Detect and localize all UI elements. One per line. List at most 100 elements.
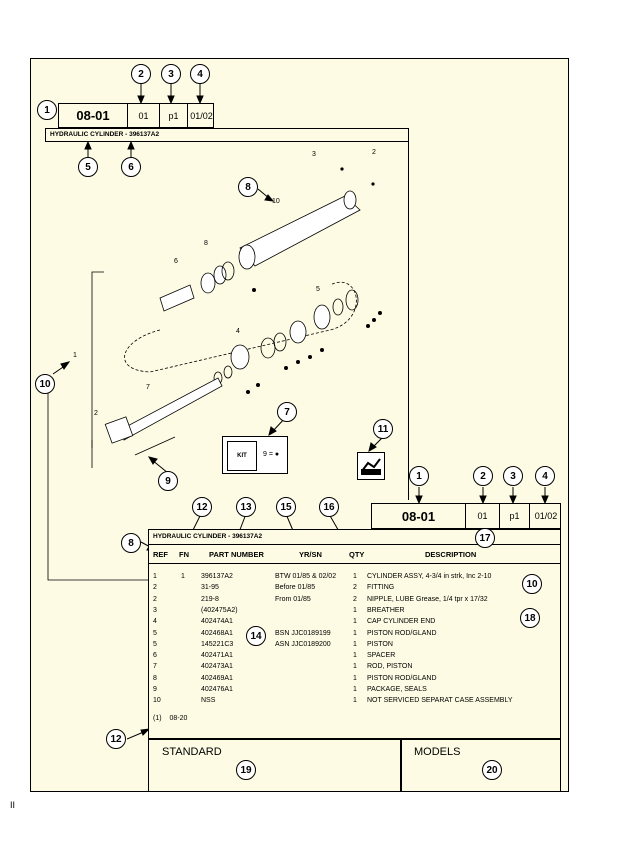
parts-table: HYDRAULIC CYLINDER - 396137A2 REF FN PAR… (148, 529, 561, 739)
callout: 10 (522, 574, 542, 594)
part-label: 7 (146, 384, 150, 391)
callout: 15 (276, 497, 296, 517)
callout: 9 (158, 471, 178, 491)
callout: 13 (236, 497, 256, 517)
ring (221, 261, 235, 281)
callout: 19 (236, 760, 256, 780)
ring (332, 298, 344, 316)
callout: 17 (475, 528, 495, 548)
assembly-frame (47, 375, 150, 581)
callout: 5 (78, 157, 98, 177)
section-number: 08-01 (76, 108, 110, 123)
col-ref: REF (153, 550, 168, 559)
ring (273, 332, 287, 352)
part-label: 8 (204, 240, 208, 247)
cylinder-tube (239, 195, 361, 267)
part-label: 2 (94, 410, 98, 417)
callout: 2 (131, 64, 151, 84)
drawing-frame (408, 128, 409, 500)
rod-end-block (104, 416, 134, 444)
footnote-text: 08-20 (169, 715, 188, 722)
ring (260, 337, 276, 359)
page-cell: p1 (159, 104, 187, 127)
callout: 20 (482, 760, 502, 780)
spacer-part (159, 284, 195, 312)
part-label: 4 (236, 328, 240, 335)
seal-kit-box: KIT 9 = ● (222, 436, 288, 474)
sequence-cell: 01 (127, 104, 159, 127)
top-title: HYDRAULIC CYLINDER - 396137A2 (50, 131, 160, 138)
dimension-line (134, 436, 176, 456)
part-label: 10 (272, 198, 280, 205)
page-number: II (10, 800, 16, 810)
callout: 6 (121, 157, 141, 177)
clevis-eye (343, 190, 357, 210)
col-qty: QTY (349, 550, 365, 559)
section-number: 08-01 (401, 508, 436, 524)
callout: 3 (503, 466, 523, 486)
table-title: HYDRAULIC CYLINDER - 396137A2 (153, 533, 263, 540)
callout: 18 (520, 608, 540, 628)
callout: 12 (106, 729, 126, 749)
models-label: MODELS (414, 746, 461, 758)
part-label: 3 (312, 151, 316, 158)
callout: 14 (246, 626, 266, 646)
callout: 4 (190, 64, 210, 84)
ring (313, 304, 331, 330)
page-cell: p1 (499, 504, 529, 528)
col-description: DESCRIPTION (425, 550, 477, 559)
column-headers: REF FN PART NUMBER YR/SN QTY DESCRIPTION (149, 544, 560, 564)
table-title-bar: HYDRAULIC CYLINDER - 396137A2 (149, 530, 560, 545)
kit-icon: KIT (227, 441, 257, 471)
piston-rod (119, 377, 223, 441)
callout: 7 (277, 402, 297, 422)
ring (213, 265, 227, 285)
callout: 8 (238, 177, 258, 197)
footnote-ref: (1) (153, 715, 162, 722)
callout: 10 (35, 374, 55, 394)
callout: 1 (409, 466, 429, 486)
standard-label: STANDARD (162, 746, 222, 758)
ring (200, 272, 216, 294)
note-icon (357, 452, 385, 480)
callout: 2 (473, 466, 493, 486)
ref-bracket (91, 271, 104, 468)
part-label: 2 (372, 149, 376, 156)
callout: 16 (319, 497, 339, 517)
date-cell: 01/02 (187, 104, 215, 127)
col-part-number: PART NUMBER (209, 550, 264, 559)
footnote: (1) 08-20 (153, 715, 187, 722)
kit-legend: 9 = ● (263, 451, 280, 458)
col-fn: FN (179, 550, 189, 559)
dashed-loop (124, 282, 357, 373)
top-header: 08-01 01 p1 01/02 (58, 103, 214, 128)
models-box: MODELS (401, 739, 561, 792)
date-cell: 01/02 (529, 504, 562, 528)
cylinder-end (238, 244, 256, 270)
ring (230, 344, 250, 370)
part-label: 5 (316, 286, 320, 293)
callout: 4 (535, 466, 555, 486)
ring (289, 320, 307, 344)
callout: 12 (192, 497, 212, 517)
callout: 11 (373, 419, 393, 439)
callout: 8 (121, 533, 141, 553)
ring (223, 365, 233, 379)
callout: 1 (37, 100, 57, 120)
bottom-header: 08-01 01 p1 01/02 (371, 503, 561, 529)
sequence-cell: 01 (465, 504, 499, 528)
standard-box: STANDARD (148, 739, 401, 792)
